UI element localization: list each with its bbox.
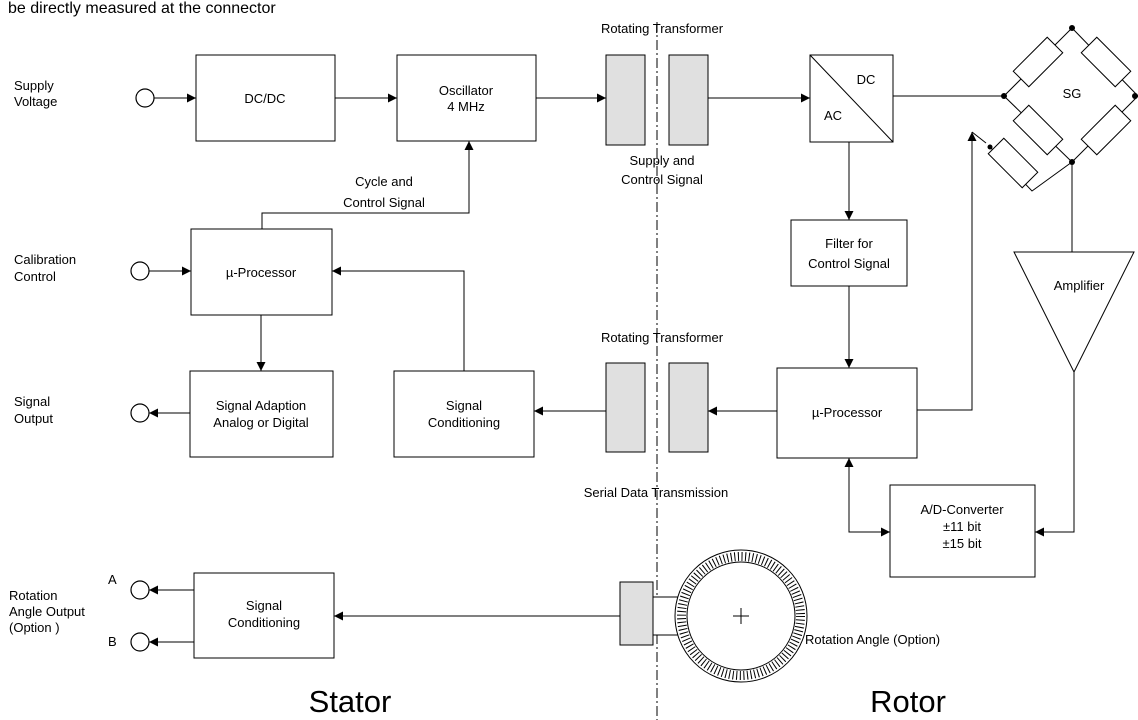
signal-conditioning-low-block: Signal Conditioning <box>193 572 335 659</box>
header-fragment: be directly measured at the connector <box>8 0 276 17</box>
svg-text:µ-Processor: µ-Processor <box>226 265 297 280</box>
rotor-label: Rotor <box>870 684 946 719</box>
svg-text:Calibration: Calibration <box>14 252 76 267</box>
svg-text:Angle Output: Angle Output <box>9 604 85 619</box>
svg-text:Signal: Signal <box>14 394 50 409</box>
signal-output-terminal <box>130 403 150 423</box>
rotation-angle-label: Rotation Angle (Option) <box>805 632 940 647</box>
svg-text:DC: DC <box>857 72 876 87</box>
svg-text:Oscillator: Oscillator <box>439 83 494 98</box>
rotating-transformer-mid-label: Rotating Transformer <box>601 330 724 345</box>
svg-text:4 MHz: 4 MHz <box>447 99 485 114</box>
stator-label: Stator <box>309 684 392 719</box>
svg-text:Voltage: Voltage <box>14 94 57 109</box>
calibration-control-label: Calibration Control <box>14 252 76 284</box>
rotation-angle-output-label: Rotation Angle Output (Option ) <box>9 588 85 635</box>
svg-text:Amplifier: Amplifier <box>1054 278 1105 293</box>
dcdc-block: DC/DC <box>195 54 336 142</box>
channel-a-label: A <box>108 572 117 587</box>
svg-text:µ-Processor: µ-Processor <box>812 405 883 420</box>
rotating-transformer-mid <box>605 362 709 453</box>
svg-text:(Option ): (Option ) <box>9 620 60 635</box>
supply-voltage-label: Supply Voltage <box>14 78 57 109</box>
svg-text:Supply: Supply <box>14 78 54 93</box>
ad-converter-block: A/D-Converter ±11 bit ±15 bit <box>889 484 1036 578</box>
svg-text:±11 bit: ±11 bit <box>943 519 981 534</box>
svg-text:A/D-Converter: A/D-Converter <box>920 502 1004 517</box>
signal-output-label: Signal Output <box>14 394 53 426</box>
signal-lines <box>149 93 1075 647</box>
svg-text:Rotation: Rotation <box>9 588 57 603</box>
svg-text:Analog or Digital: Analog or Digital <box>213 415 308 430</box>
supply-control-label: Supply and Control Signal <box>621 153 703 187</box>
strain-gauge-bridge <box>971 25 1138 192</box>
stator-microprocessor-block: µ-Processor <box>190 228 333 316</box>
rotation-angle-disk <box>674 549 808 683</box>
oscillator-block: Oscillator 4 MHz <box>396 54 537 142</box>
rotor-microprocessor-block: µ-Processor <box>776 367 918 459</box>
supply-terminal <box>135 88 155 108</box>
signal-conditioning-mid-block: Signal Conditioning <box>393 370 535 458</box>
svg-text:Control Signal: Control Signal <box>621 172 703 187</box>
serial-data-label: Serial Data Transmission <box>584 485 729 500</box>
strain-gauge-label: SG <box>1063 86 1082 101</box>
svg-text:Signal Adaption: Signal Adaption <box>216 398 306 413</box>
channel-a-terminal <box>130 580 150 600</box>
rotating-transformer-top <box>605 54 709 146</box>
svg-text:Conditioning: Conditioning <box>428 415 500 430</box>
svg-text:Filter for: Filter for <box>825 236 873 251</box>
svg-text:Signal: Signal <box>246 598 282 613</box>
amplifier-block: Amplifier <box>1013 251 1135 374</box>
svg-text:Control Signal: Control Signal <box>808 256 890 271</box>
channel-b-terminal <box>130 632 150 652</box>
ac-dc-converter-block: DC AC <box>809 54 894 143</box>
rotating-transformer-top-label: Rotating Transformer <box>601 21 724 36</box>
channel-b-label: B <box>108 634 117 649</box>
svg-text:AC: AC <box>824 108 842 123</box>
filter-block: Filter for Control Signal <box>790 219 908 287</box>
svg-text:Cycle and: Cycle and <box>355 174 413 189</box>
calibration-terminal <box>130 261 150 281</box>
svg-text:Conditioning: Conditioning <box>228 615 300 630</box>
svg-text:Control: Control <box>14 269 56 284</box>
svg-text:±15 bit: ±15 bit <box>943 536 982 551</box>
svg-text:Control Signal: Control Signal <box>343 195 425 210</box>
svg-text:DC/DC: DC/DC <box>244 91 285 106</box>
signal-adaption-block: Signal Adaption Analog or Digital <box>189 370 334 458</box>
cycle-control-label: Cycle and Control Signal <box>343 174 425 210</box>
svg-text:Signal: Signal <box>446 398 482 413</box>
svg-text:Supply and: Supply and <box>629 153 694 168</box>
svg-text:Output: Output <box>14 411 53 426</box>
